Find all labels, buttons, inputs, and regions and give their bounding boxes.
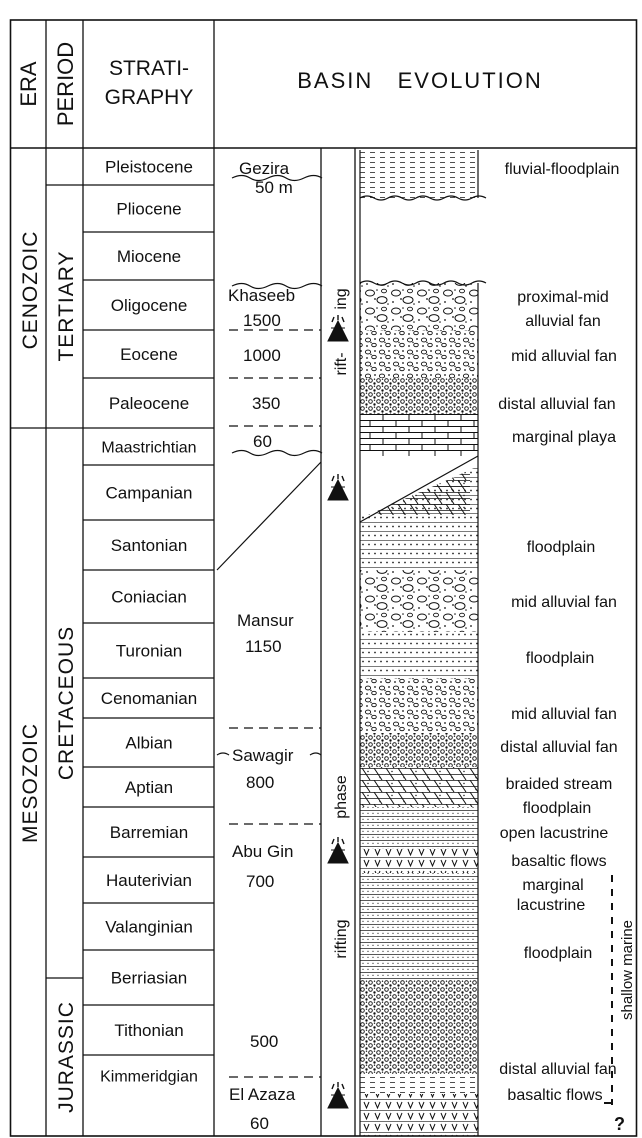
era-header: ERA — [16, 61, 41, 107]
phase-label-phase: phase — [333, 775, 350, 819]
formation-thickness-el-azaza: 60 — [250, 1114, 269, 1133]
question-mark: ? — [614, 1114, 625, 1134]
stratigraphy-header-line2: GRAPHY — [105, 86, 194, 109]
rift-symbol-icon — [327, 474, 349, 501]
rift-symbol-icon — [327, 837, 349, 864]
phase-label-ing: ing — [333, 288, 350, 309]
stage-label: Eocene — [120, 345, 178, 364]
stage-label: Kimmeridgian — [100, 1069, 198, 1086]
formation-thickness-maastrichtian: 60 — [253, 432, 272, 451]
formation-name-mansur: Mansur — [237, 611, 294, 630]
rift-symbol-icon — [327, 315, 349, 342]
environment-label: lacustrine — [517, 897, 586, 914]
stage-label: Valanginian — [105, 918, 193, 937]
lithology-column — [359, 150, 487, 1136]
formation-thickness-eocene: 1000 — [243, 346, 281, 365]
formation-thickness-jurassic: 500 — [250, 1032, 278, 1051]
stratigraphy-stages: PleistocenePlioceneMioceneOligoceneEocen… — [83, 158, 214, 1086]
stratigraphy-header-line1: STRATI- — [109, 57, 189, 80]
rifting-phase-column: rift- ing phase rifting — [327, 288, 350, 1109]
environment-label: marginal — [522, 877, 583, 894]
shallow-marine-bracket — [604, 875, 613, 1105]
environment-label: braided stream — [506, 776, 613, 793]
formation-thickness-sawagir: 800 — [246, 773, 274, 792]
stage-label: Cenomanian — [101, 689, 197, 708]
environment-label: alluvial fan — [525, 313, 601, 330]
environment-label: mid alluvial fan — [511, 706, 617, 723]
environment-label: distal alluvial fan — [499, 1061, 616, 1078]
stage-label: Oligocene — [111, 296, 188, 315]
formation-thickness-gezira: 50 m — [255, 178, 293, 197]
stage-label: Coniacian — [111, 588, 187, 607]
table-frame — [9, 19, 638, 1137]
rift-symbol-icon — [327, 1082, 349, 1109]
formation-thickness-mansur: 1150 — [245, 637, 282, 656]
stage-label: Pleistocene — [105, 158, 193, 177]
stage-label: Santonian — [111, 536, 188, 555]
environment-label: floodplain — [526, 650, 595, 667]
stage-label: Miocene — [117, 247, 181, 266]
stage-label: Tithonian — [114, 1021, 183, 1040]
period-label-tertiary: TERTIARY — [55, 250, 78, 361]
period-header: PERIOD — [53, 42, 78, 126]
stage-label: Maastrichtian — [101, 440, 196, 457]
stage-label: Aptian — [125, 778, 173, 797]
environment-label: proximal-mid — [517, 289, 609, 306]
formation-name-gezira: Gezira — [239, 159, 290, 178]
formation-thickness-khaseeb: 1500 — [243, 311, 281, 330]
era-label-mesozoic: MESOZOIC — [19, 723, 42, 843]
stage-label: Pliocene — [116, 200, 181, 219]
formation-name-el-azaza: El Azaza — [229, 1085, 296, 1104]
period-label-jurassic: JURASSIC — [55, 1001, 78, 1113]
environment-label: mid alluvial fan — [511, 594, 617, 611]
environment-label: fluvial-floodplain — [505, 161, 620, 178]
environment-label: basaltic flows — [507, 1087, 602, 1104]
environment-label: distal alluvial fan — [500, 739, 617, 756]
stage-label: Paleocene — [109, 394, 189, 413]
stage-label: Berriasian — [111, 969, 188, 988]
shallow-marine-label: shallow marine — [619, 920, 636, 1020]
stage-label: Campanian — [106, 484, 193, 503]
environment-label: distal alluvial fan — [498, 396, 615, 413]
environment-label: marginal playa — [512, 429, 616, 446]
environment-label: floodplain — [523, 800, 592, 817]
basin-evolution-header: BASIN EVOLUTION — [297, 68, 543, 93]
formation-name-sawagir: Sawagir — [232, 746, 294, 765]
environment-label: floodplain — [524, 945, 593, 962]
stage-label: Albian — [125, 734, 172, 753]
formation-name-abu-gin: Abu Gin — [232, 842, 293, 861]
environment-label: open lacustrine — [500, 825, 609, 842]
era-label-cenozoic: CENOZOIC — [19, 231, 42, 350]
formation-thickness-abu-gin: 700 — [246, 872, 274, 891]
formation-boundaries — [216, 174, 323, 1078]
environment-label: floodplain — [527, 539, 596, 556]
formation-name-khaseeb: Khaseeb — [228, 286, 295, 305]
stage-label: Barremian — [110, 823, 188, 842]
depositional-environments: fluvial-floodplain proximal-mid alluvial f… — [498, 161, 619, 1104]
phase-label-rifting: rifting — [333, 919, 350, 958]
stage-label: Hauterivian — [106, 871, 192, 890]
period-label-cretaceous: CRETACEOUS — [55, 626, 78, 780]
environment-label: basaltic flows — [511, 853, 606, 870]
stage-label: Turonian — [116, 642, 182, 661]
environment-label: mid alluvial fan — [511, 348, 617, 365]
phase-label-rift: rift- — [333, 352, 350, 375]
formation-thickness-paleocene: 350 — [252, 394, 280, 413]
